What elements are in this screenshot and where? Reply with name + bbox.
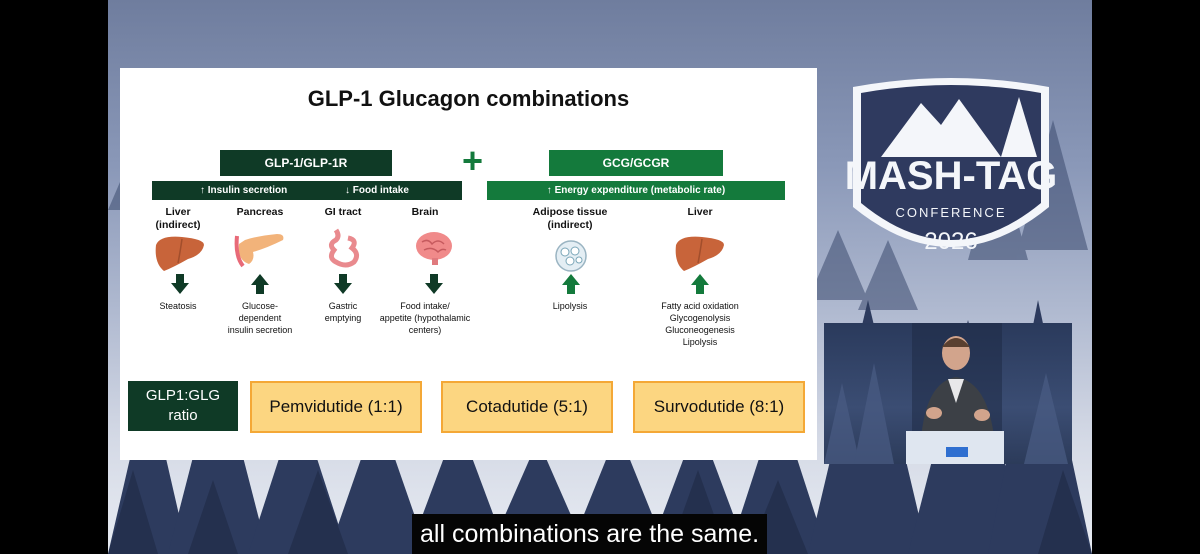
- drug-pemvidutide: Pemvidutide (1:1): [250, 381, 422, 433]
- presentation-slide: GLP-1 Glucagon combinations GLP-1/GLP-1R…: [120, 68, 817, 460]
- drug-survodutide: Survodutide (8:1): [633, 381, 805, 433]
- logo-title: MASH-TAG: [845, 154, 1058, 198]
- arrow-down-icon: [334, 274, 352, 294]
- gi-tract-icon: [328, 228, 360, 268]
- arrow-up-icon: [691, 274, 709, 294]
- subtitle-caption: all combinations are the same.: [412, 514, 768, 554]
- speaker-camera-view: [824, 323, 1072, 464]
- mash-tag-logo: MASH-TAG CONFERENCE 2026: [845, 78, 1058, 255]
- arrow-down-icon: [425, 274, 443, 294]
- adipose-tissue-icon: [555, 240, 587, 272]
- insulin-secretion-label: ↑ Insulin secretion: [200, 185, 288, 196]
- food-intake-label: ↓ Food intake: [345, 185, 409, 196]
- liver-icon: [155, 236, 204, 271]
- effect-fatty-acid-oxidation: Fatty acid oxidation Glycogenolysis Gluc…: [661, 301, 739, 347]
- brain-icon: [416, 232, 452, 265]
- video-player[interactable]: GLP-1 Glucagon combinations GLP-1/GLP-1R…: [108, 0, 1092, 554]
- logo-year: 2026: [924, 228, 977, 255]
- effect-lipolysis: Lipolysis: [552, 301, 588, 311]
- organ-label-gi-tract: GI tract: [324, 206, 362, 218]
- logo-subtitle: CONFERENCE: [895, 205, 1006, 220]
- gcg-header: GCG/GCGR: [549, 150, 723, 176]
- speaker-figure: [824, 323, 1068, 464]
- slide-title: GLP-1 Glucagon combinations: [307, 86, 630, 111]
- glp1-header: GLP-1/GLP-1R: [220, 150, 392, 176]
- organ-label-liver-indirect: Liver (indirect): [155, 206, 201, 231]
- liver-icon: [675, 236, 724, 271]
- gcg-subheader: ↑ Energy expenditure (metabolic rate): [487, 181, 785, 200]
- effect-food-intake: Food intake/ appetite (hypothalamic cent…: [379, 301, 471, 335]
- drug-cotadutide: Cotadutide (5:1): [441, 381, 613, 433]
- arrow-down-icon: [171, 274, 189, 294]
- organ-label-liver: Liver: [687, 206, 713, 218]
- pancreas-icon: [234, 234, 284, 268]
- effect-insulin-secretion: Glucose- dependent insulin secretion: [227, 301, 293, 335]
- ratio-label: GLP1:GLG ratio: [128, 381, 238, 431]
- arrow-up-icon: [562, 274, 580, 294]
- organ-label-brain: Brain: [411, 206, 439, 218]
- arrow-up-icon: [251, 274, 269, 294]
- organ-label-adipose: Adipose tissue (indirect): [532, 206, 608, 231]
- effect-gastric-emptying: Gastric emptying: [324, 301, 362, 323]
- plus-sign: +: [462, 140, 484, 181]
- organ-label-pancreas: Pancreas: [236, 206, 284, 218]
- effect-steatosis: Steatosis: [159, 301, 197, 311]
- glp1-subheader: ↑ Insulin secretion ↓ Food intake: [152, 181, 462, 200]
